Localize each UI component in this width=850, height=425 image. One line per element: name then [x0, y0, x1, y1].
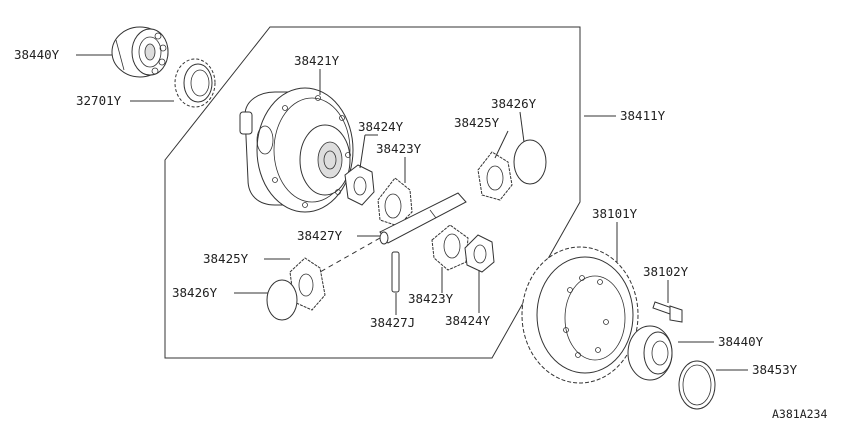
ring-gear-bolt [652, 301, 683, 323]
leader-lines [76, 54, 748, 371]
pinion-washer-upper-right [513, 139, 547, 185]
label-bolt-38102y: 38102Y [643, 264, 689, 279]
side-gear-lower [431, 224, 469, 271]
label-washer-38424y-bottom: 38424Y [445, 313, 491, 328]
figure-code: A381A234 [772, 407, 827, 421]
label-washer-38453y: 38453Y [752, 362, 798, 377]
label-assembly-38411y: 38411Y [620, 108, 666, 123]
pinion-gear-upper-right [477, 151, 513, 201]
label-pinion-38425y-left: 38425Y [203, 251, 249, 266]
thrust-washer-lower [464, 234, 495, 273]
label-bearing-38440y-top: 38440Y [14, 47, 60, 62]
ring-gear [521, 246, 639, 384]
ball-bearing-top-left [111, 26, 169, 78]
label-ring-gear-38101y: 38101Y [592, 206, 638, 221]
label-case-38421y: 38421Y [294, 53, 340, 68]
lock-pin [391, 251, 400, 293]
label-side-gear-38423y-bottom: 38423Y [408, 291, 454, 306]
label-shaft-38427y: 38427Y [297, 228, 343, 243]
label-gear-32701y: 32701Y [76, 93, 122, 108]
pinion-washer-lower-left [266, 279, 298, 321]
assembly-enclosure-outline [164, 26, 581, 359]
label-washer-38426y-top: 38426Y [491, 96, 537, 111]
shim-washer [678, 360, 716, 410]
differential-case [239, 87, 354, 213]
thrust-washer-upper-left [344, 164, 375, 206]
label-pin-38427j: 38427J [370, 315, 415, 330]
assembly-dashed-line [319, 237, 381, 273]
label-washer-38426y-left: 38426Y [172, 285, 218, 300]
pinion-shaft [379, 192, 467, 245]
ball-bearing-right [627, 325, 673, 381]
label-pinion-38425y-top: 38425Y [454, 115, 500, 130]
label-side-gear-38423y-top: 38423Y [376, 141, 422, 156]
side-gear-upper [377, 177, 413, 227]
speedometer-drive-gear [174, 58, 216, 108]
label-washer-38424y-top: 38424Y [358, 119, 404, 134]
label-bearing-38440y-right: 38440Y [718, 334, 764, 349]
